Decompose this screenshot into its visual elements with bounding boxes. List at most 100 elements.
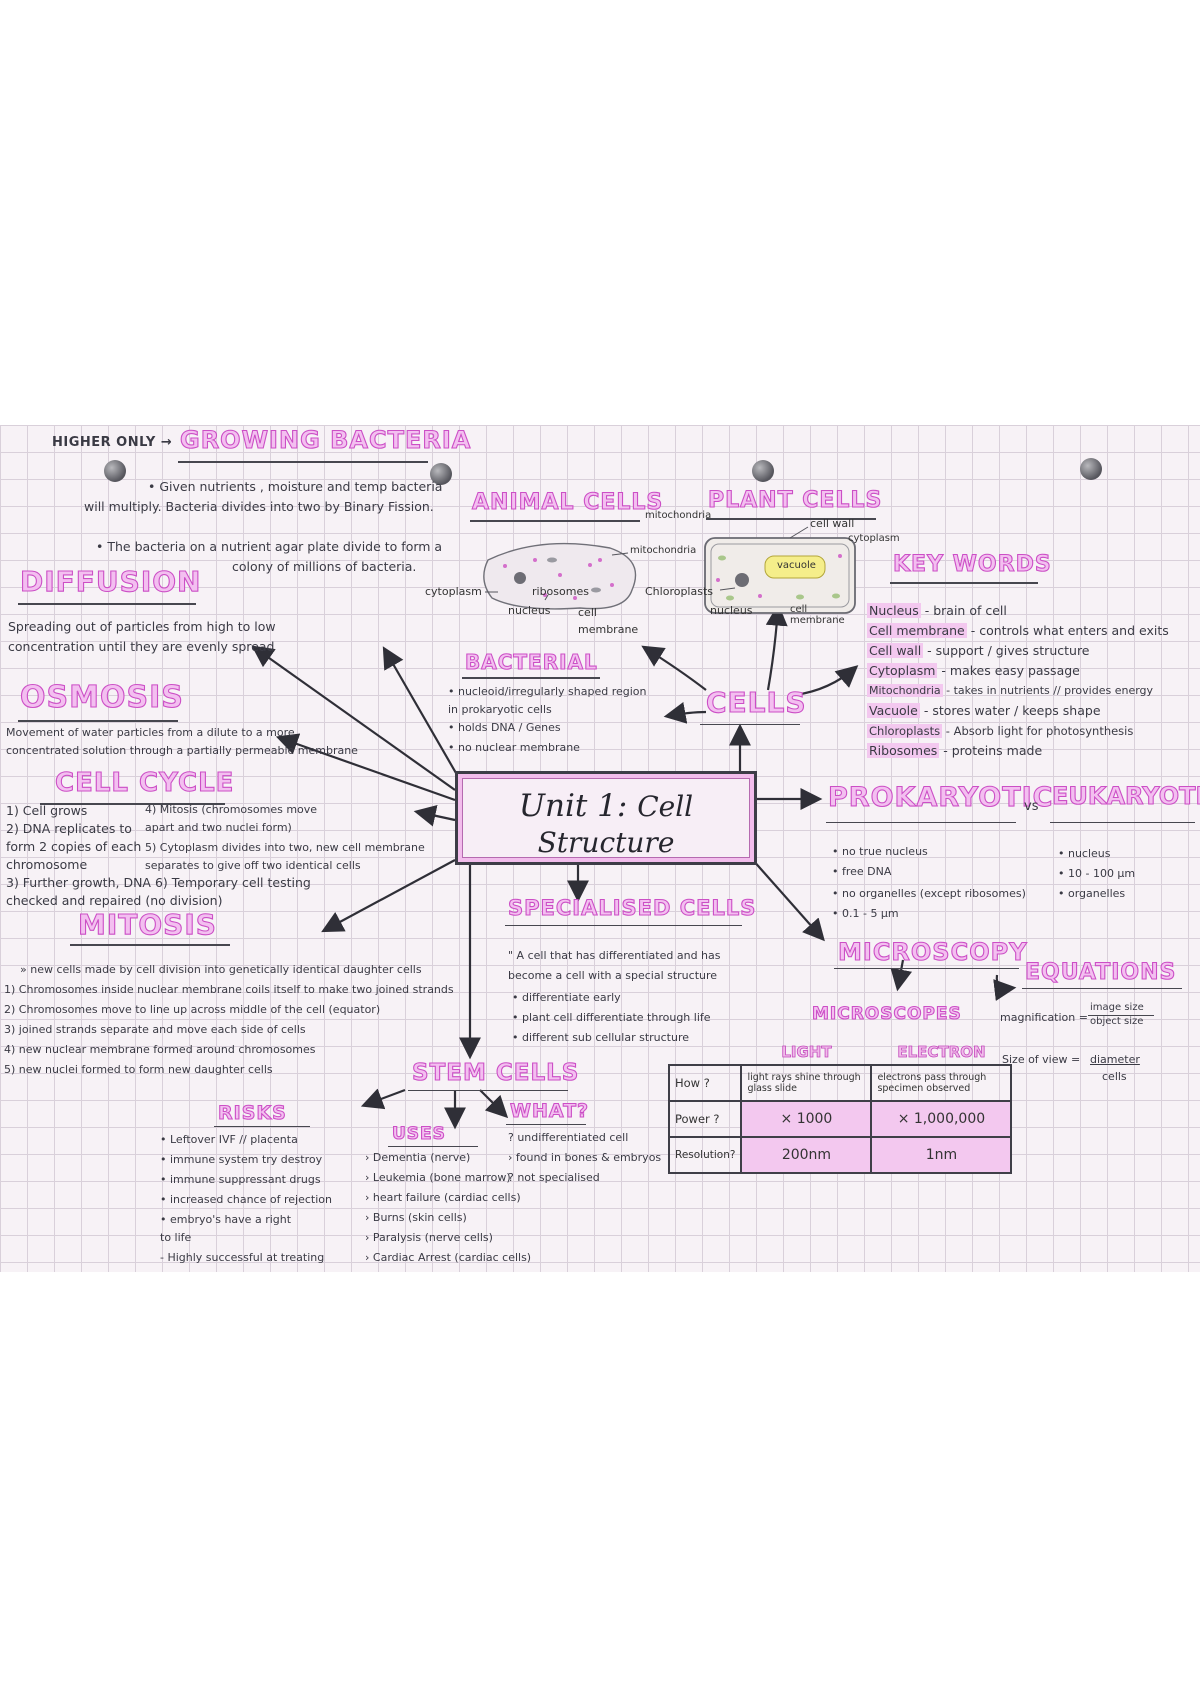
label-animal-nucleus: nucleus [508, 604, 551, 617]
arrow-growing-bacteria [382, 646, 461, 781]
kw-term: Cytoplasm [867, 663, 938, 678]
microscope-comparison-table: LIGHT ELECTRON How ? light rays shine th… [667, 1040, 1013, 1174]
arrow-risks [360, 1088, 406, 1110]
arrow-mitosis [321, 859, 456, 933]
table-row: Resolution? 200nm 1nm [667, 1136, 1013, 1174]
underline [388, 1146, 478, 1147]
heading-mitosis: MITOSIS [77, 907, 217, 941]
underline [890, 582, 1038, 584]
underline [706, 518, 876, 520]
arrow-bacterial [663, 702, 707, 724]
vs-label: vs [1024, 799, 1039, 814]
kw-term: Cell membrane [867, 623, 967, 638]
underline [462, 677, 600, 679]
underline [1022, 988, 1182, 989]
higher-only-label: HIGHER ONLY → [52, 435, 173, 450]
arrow-cell-cycle [413, 804, 456, 827]
heading-uses: USES [391, 1123, 446, 1144]
pin-icon [104, 460, 126, 482]
heading-prokaryotic: PROKARYOTIC [827, 781, 1054, 813]
kw-term: Vacuole [867, 703, 920, 718]
fraction-numerator: image size [1090, 1002, 1144, 1013]
fraction-denominator: object size [1090, 1016, 1144, 1027]
heading-growing-bacteria: GROWING BACTERIA [179, 425, 472, 454]
osmosis-line-2: concentrated solution through a partiall… [6, 744, 358, 757]
heading-microscopes: MICROSCOPES [811, 1003, 962, 1024]
underline [470, 520, 640, 522]
underline [408, 1090, 568, 1091]
osmosis-line-1: Movement of water particles from a dilut… [6, 726, 295, 739]
heading-risks: RISKS [217, 1101, 287, 1124]
heading-equations: EQUATIONS [1024, 959, 1177, 985]
arrow-animal [641, 645, 707, 691]
arrow-keywords [794, 665, 859, 697]
fraction-bar [1088, 1015, 1154, 1016]
heading-what: WHAT? [509, 1099, 590, 1122]
pin-icon [430, 463, 452, 485]
table-row: Power ? × 1000 × 1,000,000 [667, 1100, 1013, 1138]
kw-term: Ribosomes [867, 743, 940, 758]
label-plant-nucleus: nucleus [710, 604, 753, 617]
underline [70, 944, 230, 946]
unit-label: Unit 1: [518, 788, 628, 824]
cells-label: cells [1102, 1070, 1127, 1083]
underline [826, 822, 1016, 823]
underline [1050, 822, 1195, 823]
label-animal-ribosomes: ribosomes [532, 585, 589, 598]
arrow-equations [993, 974, 1017, 1001]
underline [18, 603, 196, 605]
pin-icon [752, 460, 774, 482]
label-animal-mitochondria: mitochondria [630, 545, 697, 556]
underline [214, 1126, 310, 1127]
pin-icon [1080, 458, 1102, 480]
label-plant-cell-membrane: cell membrane [790, 604, 845, 626]
heading-eukaryotic: EUKARYOTIC [1051, 781, 1200, 810]
diffusion-line-1: Spreading out of particles from high to … [8, 619, 276, 634]
underline [18, 720, 178, 722]
underline [506, 1124, 586, 1125]
kw-term: Mitochondria [867, 684, 943, 697]
diffusion-line-2: concentration until they are evenly spre… [8, 639, 275, 654]
label-animal-cytoplasm: cytoplasm [425, 585, 482, 598]
central-title-box: Unit 1: Cell Structure [455, 771, 757, 865]
underline [178, 461, 428, 463]
kw-term: Cell wall [867, 643, 924, 658]
heading-microscopy: MICROSCOPY [837, 937, 1028, 966]
label-plant-chloroplasts: Chloroplasts [645, 585, 714, 598]
diameter-label: diameter [1090, 1053, 1140, 1066]
unit-name: Cell Structure [537, 790, 694, 859]
heading-plant-cells: PLANT CELLS [707, 487, 883, 513]
heading-bacterial: BACTERIAL [464, 649, 598, 674]
heading-specialised-cells: SPECIALISED CELLS [507, 895, 757, 920]
underline [505, 925, 742, 926]
magnification-label: magnification = [1000, 1011, 1088, 1024]
heading-animal-cells: ANIMAL CELLS [471, 489, 664, 515]
arrow-plant [765, 603, 788, 691]
kw-term: Nucleus [867, 603, 921, 618]
arrow-microscopy [751, 858, 825, 942]
underline [40, 803, 225, 805]
arrow-osmosis [275, 733, 456, 802]
animal-cell-drawing [483, 542, 637, 610]
label-plant-mitochondria: mitochondria [645, 510, 712, 521]
underline [834, 968, 1019, 969]
heading-key-words: KEY WORDS [892, 551, 1052, 577]
table-header-row: LIGHT ELECTRON [781, 1043, 986, 1062]
table-row: How ? light rays shine through glass sli… [667, 1064, 1013, 1102]
label-animal-cell-membrane: cell membrane [578, 606, 639, 636]
size-of-view-label: Size of view = [1002, 1053, 1081, 1066]
arrow-microscopes [890, 959, 913, 992]
arrow-what [479, 1089, 509, 1119]
underline [700, 724, 800, 725]
label-plant-cell-wall: cell wall [810, 517, 855, 530]
kw-term: Chloroplasts [867, 724, 943, 738]
heading-cells: CELLS [705, 685, 807, 719]
heading-cell-cycle: CELL CYCLE [54, 767, 235, 798]
plant-cell-drawing [704, 537, 856, 614]
heading-stem-cells: STEM CELLS [411, 1059, 580, 1086]
heading-diffusion: DIFFUSION [19, 564, 202, 598]
label-plant-vacuole: vacuole [777, 560, 816, 571]
heading-osmosis: OSMOSIS [19, 679, 184, 715]
arrow-diffusion [251, 645, 456, 791]
